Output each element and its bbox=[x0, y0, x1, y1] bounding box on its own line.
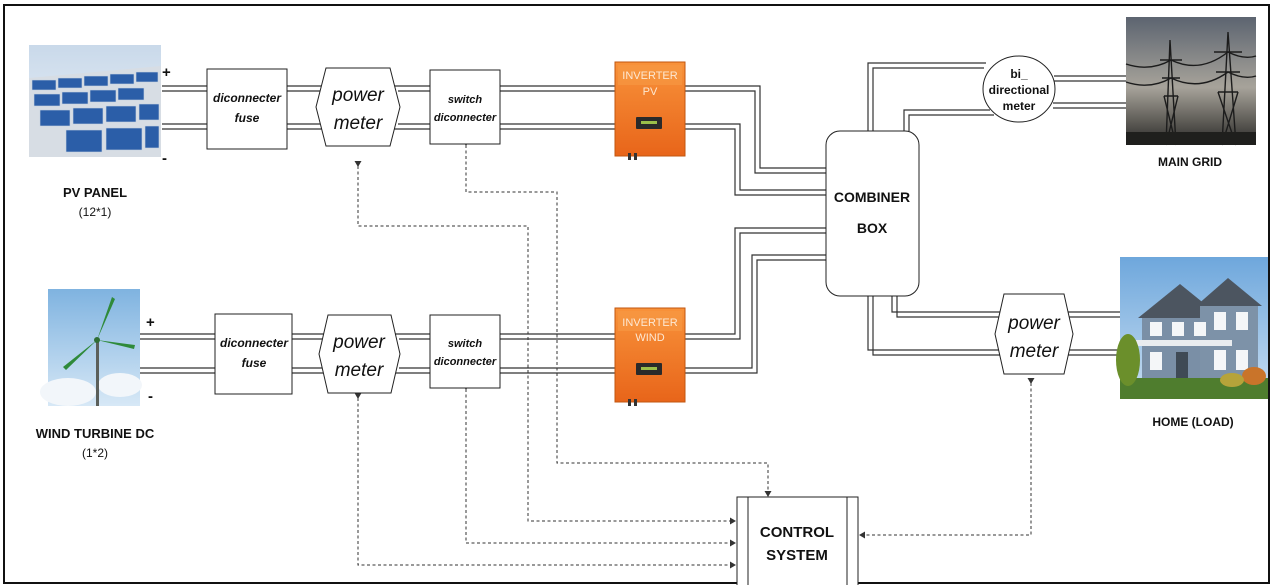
pv-minus-sign: - bbox=[162, 150, 167, 167]
wind-switch-disconnector: switch diconnecter bbox=[429, 314, 501, 389]
bidir-line1: bi_ bbox=[1010, 67, 1028, 81]
inverter-wind: INVERTER WIND bbox=[614, 307, 686, 406]
control-system: CONTROL SYSTEM bbox=[736, 496, 859, 585]
main-grid-label: MAIN GRID bbox=[1158, 155, 1222, 169]
wind-fuse-line1: diconnecter bbox=[220, 336, 289, 350]
pv-panel-count: (12*1) bbox=[79, 205, 112, 219]
wind-power-meter: power meter bbox=[318, 314, 401, 394]
pv-switch-line2: diconnecter bbox=[434, 112, 497, 124]
wind-minus-sign: - bbox=[148, 388, 153, 405]
bidir-line3: meter bbox=[1003, 99, 1036, 113]
pv-switch-line1: switch bbox=[448, 94, 483, 106]
control-signal-links bbox=[354, 140, 1035, 569]
combiner-line1: COMBINER bbox=[834, 189, 910, 205]
wind-turbine-count: (1*2) bbox=[82, 446, 108, 460]
main-grid-image bbox=[1125, 17, 1257, 146]
wind-fuse-line2: fuse bbox=[242, 356, 267, 370]
home-meter-line2: meter bbox=[1010, 341, 1059, 362]
pv-panel-image bbox=[29, 45, 161, 157]
inverter-pv-line1: INVERTER bbox=[622, 70, 677, 82]
pv-disconnector-fuse: diconnecter fuse bbox=[206, 68, 288, 150]
inverter-pv: INVERTER PV bbox=[614, 61, 686, 160]
wind-meter-line2: meter bbox=[335, 360, 384, 381]
pv-switch-disconnector: switch diconnecter bbox=[429, 69, 501, 145]
pv-fuse-line2: fuse bbox=[235, 111, 260, 125]
home-meter-line1: power bbox=[1007, 313, 1060, 334]
bidir-line2: directional bbox=[989, 83, 1050, 97]
pv-plus-sign: + bbox=[162, 64, 171, 81]
wind-disconnector-fuse: diconnecter fuse bbox=[214, 313, 293, 395]
combiner-line2: BOX bbox=[857, 220, 888, 236]
pv-meter-line1: power bbox=[331, 85, 384, 106]
wind-switch-line2: diconnecter bbox=[434, 356, 497, 368]
inverter-wind-line2: WIND bbox=[635, 332, 664, 344]
inverter-pv-line2: PV bbox=[643, 86, 658, 98]
inverter-wind-line1: INVERTER bbox=[622, 317, 677, 329]
pv-meter-line2: meter bbox=[334, 113, 383, 134]
home-load-label: HOME (LOAD) bbox=[1152, 415, 1233, 429]
combiner-box: COMBINER BOX bbox=[825, 130, 920, 297]
pv-fuse-line1: diconnecter bbox=[213, 91, 282, 105]
wind-meter-line1: power bbox=[332, 332, 385, 353]
home-load-image bbox=[1116, 257, 1268, 399]
control-line1: CONTROL bbox=[760, 524, 834, 541]
control-line2: SYSTEM bbox=[766, 547, 828, 564]
pv-panel-label: PV PANEL bbox=[63, 185, 127, 200]
wind-plus-sign: + bbox=[146, 314, 155, 331]
home-power-meter: power meter bbox=[994, 293, 1074, 375]
pv-power-meter: power meter bbox=[315, 67, 401, 147]
wind-turbine-image bbox=[40, 289, 142, 406]
wind-turbine-label: WIND TURBINE DC bbox=[36, 426, 155, 441]
bidirectional-meter: bi_ directional meter bbox=[982, 55, 1056, 123]
wind-switch-line1: switch bbox=[448, 338, 483, 350]
